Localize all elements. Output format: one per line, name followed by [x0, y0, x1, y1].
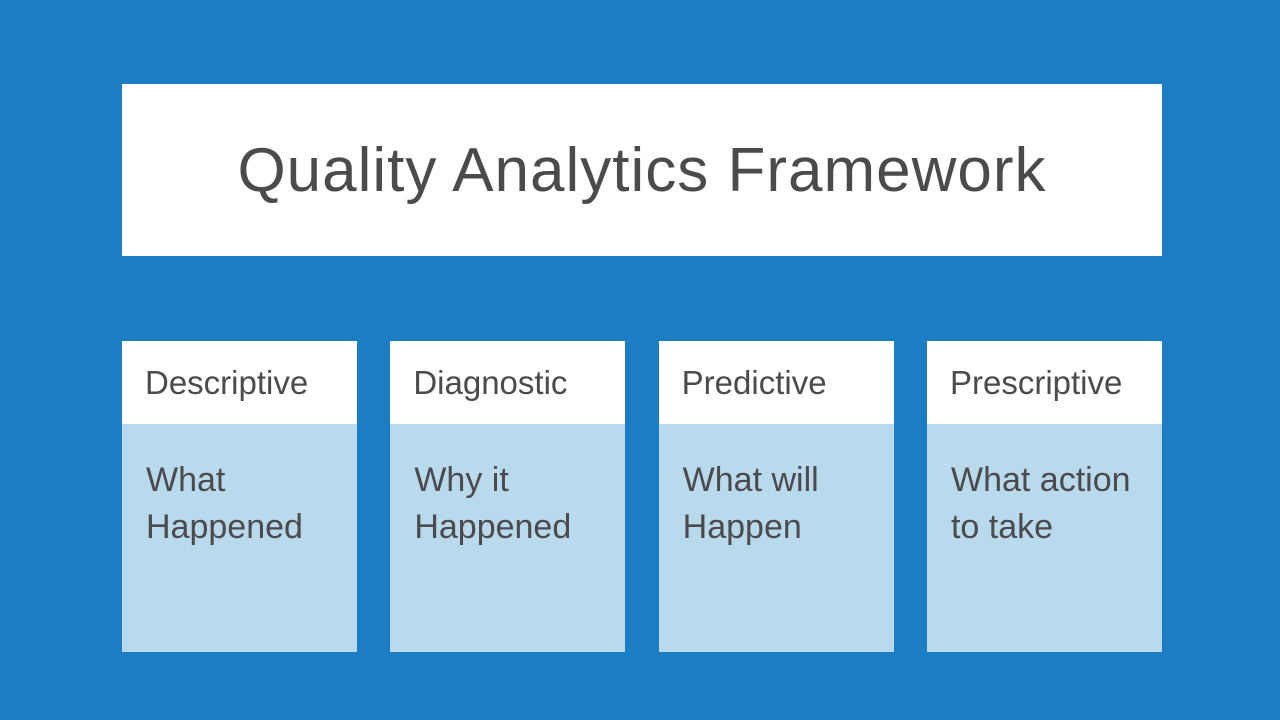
card-body: Why it Happened	[390, 424, 626, 652]
card-body: What will Happen	[658, 424, 894, 652]
card-header: Prescriptive	[926, 341, 1162, 424]
card-header: Predictive	[658, 341, 894, 424]
card-diagnostic: Diagnostic Why it Happened	[390, 341, 626, 652]
card-body-line: Happened	[414, 508, 572, 546]
card-header: Descriptive	[122, 341, 357, 424]
card-predictive: Predictive What will Happen	[658, 341, 894, 652]
card-header-label: Descriptive	[145, 363, 309, 401]
card-body-line: to take	[950, 508, 1054, 546]
card-header-label: Prescriptive	[949, 363, 1123, 401]
card-body-line: What will	[682, 461, 819, 499]
card-header: Diagnostic	[390, 341, 626, 424]
card-header-label: Predictive	[681, 363, 827, 401]
title-box: Quality Analytics Framework	[122, 84, 1162, 256]
card-body: What action to take	[926, 424, 1162, 652]
card-body-line: Happen	[682, 508, 802, 546]
card-body: What Happened	[122, 424, 357, 652]
slide-title: Quality Analytics Framework	[237, 135, 1047, 205]
card-body-line: What action	[950, 461, 1131, 499]
card-body-line: Happened	[146, 508, 303, 546]
card-header-label: Diagnostic	[413, 363, 568, 401]
card-descriptive: Descriptive What Happened	[122, 341, 357, 652]
cards-row: Descriptive What Happened Diagnostic Why…	[122, 341, 1162, 652]
card-prescriptive: Prescriptive What action to take	[926, 341, 1162, 652]
card-body-line: What	[146, 461, 226, 499]
card-body-line: Why it	[414, 461, 509, 499]
